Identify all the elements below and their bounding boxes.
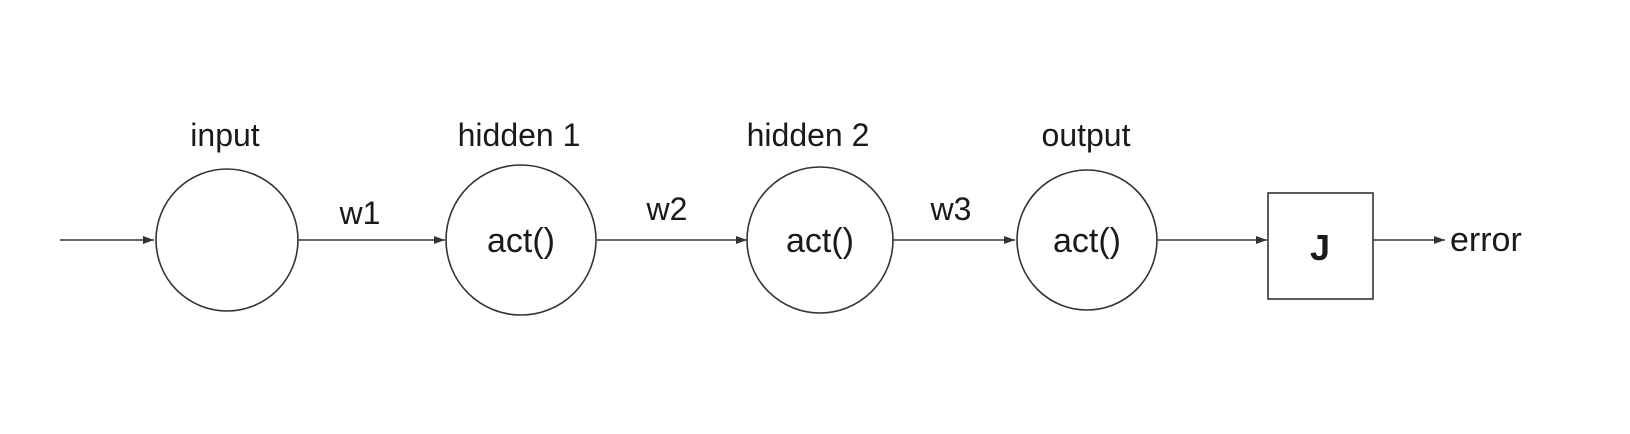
weight-w2: w2 <box>646 191 688 227</box>
hidden2-activation: act() <box>786 222 854 260</box>
output-activation: act() <box>1053 222 1121 260</box>
input-node <box>155 168 299 312</box>
cost-box <box>1267 192 1374 300</box>
hidden2-node <box>746 166 894 314</box>
error-label: error <box>1450 221 1522 259</box>
input-title: input <box>190 117 260 153</box>
weight-w1: w1 <box>339 195 381 231</box>
output-title: output <box>1042 117 1131 153</box>
cost-label: J <box>1310 227 1330 268</box>
weight-w3: w3 <box>930 191 972 227</box>
hidden1-activation: act() <box>487 222 555 260</box>
hidden2-title: hidden 2 <box>747 117 870 153</box>
hidden1-node <box>445 164 597 316</box>
output-node <box>1016 169 1158 311</box>
hidden1-title: hidden 1 <box>458 117 581 153</box>
